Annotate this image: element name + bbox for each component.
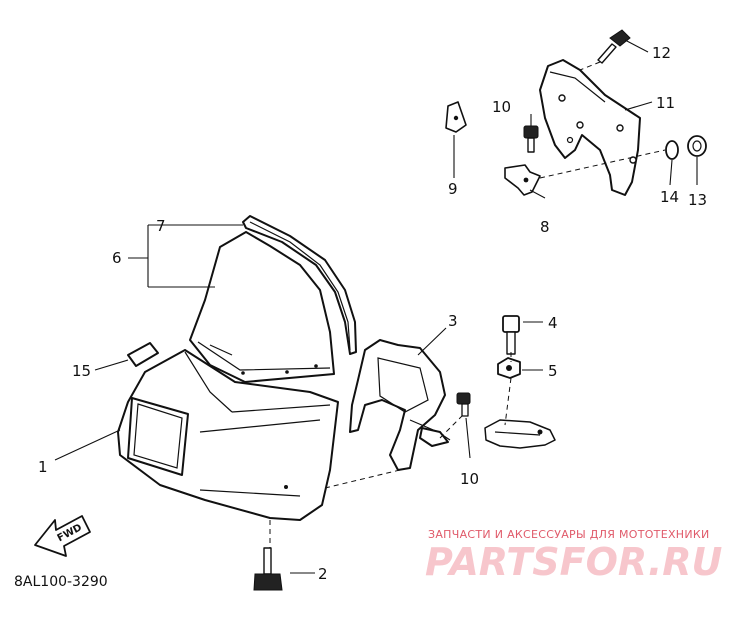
clip-nut-9 <box>445 101 467 133</box>
callout-13: 13 <box>688 191 707 209</box>
watermark: ЗАПЧАСТИ И АКСЕССУАРЫ ДЛЯ МОТОТЕХНИКИ PA… <box>425 528 723 584</box>
washer-14 <box>665 140 679 160</box>
callout-5: 5 <box>548 362 558 380</box>
sticker-plate <box>127 342 159 367</box>
bolt-10-upper <box>523 125 539 153</box>
callout-15: 15 <box>72 362 91 380</box>
bolt-10-lower <box>456 392 471 417</box>
bolt-4 <box>502 315 520 355</box>
windscreen <box>189 231 335 383</box>
grommet-13 <box>687 135 707 157</box>
cowling-stay-bracket <box>349 339 451 471</box>
callout-8: 8 <box>540 218 550 236</box>
callout-10-upper: 10 <box>492 98 511 116</box>
lower-bracket-piece <box>484 419 556 449</box>
watermark-subtitle: ЗАПЧАСТИ И АКСЕССУАРЫ ДЛЯ МОТОТЕХНИКИ <box>428 528 710 541</box>
callout-9: 9 <box>448 180 458 198</box>
screw-2 <box>253 547 283 591</box>
callout-11: 11 <box>656 94 675 112</box>
cowling-body <box>117 349 339 521</box>
windscreen-trim <box>242 215 357 355</box>
forward-direction-arrow: FWD <box>34 515 91 557</box>
callout-12: 12 <box>652 44 671 62</box>
mount-bracket-plate <box>539 59 641 196</box>
nut-5 <box>497 357 521 379</box>
callout-3: 3 <box>448 312 458 330</box>
callout-7: 7 <box>156 217 166 235</box>
callout-4: 4 <box>548 314 558 332</box>
callout-labels: 1 2 3 4 5 6 7 8 9 10 10 11 12 13 14 15 <box>38 44 707 583</box>
callout-6: 6 <box>112 249 122 267</box>
assembly-lines <box>269 61 666 548</box>
bolt-12 <box>597 29 631 64</box>
watermark-logo: PARTSFOR.RU <box>425 540 723 584</box>
callout-2: 2 <box>318 565 328 583</box>
callout-1: 1 <box>38 458 48 476</box>
callout-14: 14 <box>660 188 679 206</box>
leader-lines <box>54 39 698 574</box>
clip-nut-8 <box>504 164 541 196</box>
callout-10-lower: 10 <box>460 470 479 488</box>
catalog-code: 8AL100-3290 <box>14 574 108 590</box>
